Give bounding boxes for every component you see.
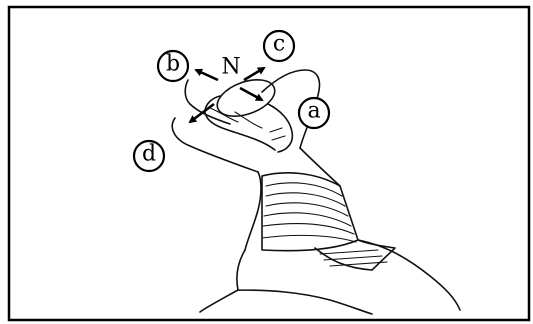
label-c-text: c bbox=[273, 32, 285, 57]
thumb bbox=[268, 104, 292, 152]
label-b: b bbox=[158, 51, 188, 81]
label-c: c bbox=[264, 31, 294, 61]
sleeve-cuff bbox=[315, 240, 395, 270]
label-b-text: b bbox=[166, 52, 180, 77]
label-d: d bbox=[134, 141, 164, 171]
thumb-crease bbox=[270, 128, 285, 140]
arrow-b bbox=[196, 70, 218, 80]
label-d-text: d bbox=[142, 142, 156, 167]
north-pole-label: N bbox=[221, 55, 240, 80]
little-finger bbox=[172, 118, 258, 172]
glove-cuff bbox=[262, 173, 358, 251]
label-a: a bbox=[299, 98, 329, 128]
body-outline bbox=[200, 290, 372, 314]
arrow-c bbox=[244, 68, 264, 80]
label-a-text: a bbox=[307, 99, 320, 124]
back-of-hand bbox=[245, 148, 340, 250]
